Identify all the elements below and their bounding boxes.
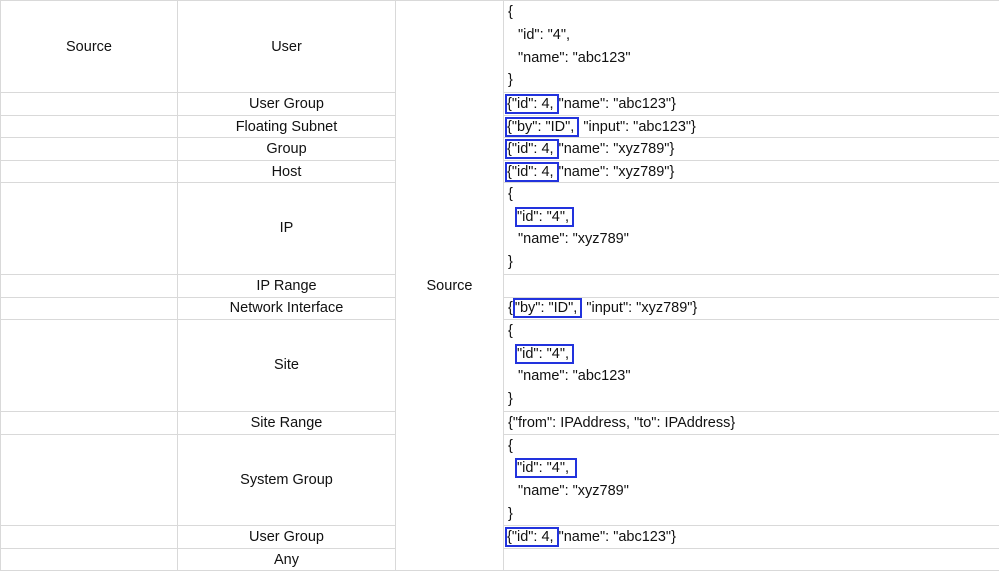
cell-empty: [1, 526, 178, 549]
cell-empty: [1, 93, 178, 116]
cell-empty: [1, 297, 178, 319]
cell-target: Group: [178, 138, 396, 161]
cell-empty: [1, 319, 178, 411]
cell-empty: [1, 183, 178, 275]
cell-json: {"by": "ID", "input": "abc123"}: [504, 116, 999, 138]
cell-target: IP: [178, 183, 396, 275]
highlight-box: "by": "ID",: [513, 298, 583, 318]
table-row: Source User Source { "id": "4", "name": …: [1, 1, 999, 93]
cell-json: {"from": IPAddress, "to": IPAddress}: [504, 411, 999, 434]
highlight-box: "id": "4",: [515, 458, 577, 478]
cell-json: { "id": "4", "name": "abc123" }: [504, 1, 999, 93]
highlight-box: {"id": 4,: [505, 94, 559, 114]
cell-target: User Group: [178, 93, 396, 116]
cell-target: Site Range: [178, 411, 396, 434]
cell-target: Host: [178, 161, 396, 183]
cell-empty: [1, 411, 178, 434]
cell-empty: [1, 161, 178, 183]
cell-json: {"id": 4,"name": "abc123"}: [504, 93, 999, 116]
cell-empty: [1, 138, 178, 161]
highlight-box: "id": "4",: [515, 344, 574, 364]
highlight-box: "id": "4",: [515, 207, 574, 227]
cell-json: [504, 274, 999, 297]
cell-json: {"id": 4,"name": "abc123"}: [504, 526, 999, 549]
highlight-box: {"id": 4,: [505, 139, 559, 159]
highlight-box: {"id": 4,: [505, 527, 559, 547]
highlight-box: {"id": 4,: [505, 162, 559, 182]
cell-json: {"id": 4,"name": "xyz789"}: [504, 161, 999, 183]
cell-target: User: [178, 1, 396, 93]
cell-json: { "id": "4", "name": "xyz789" }: [504, 434, 999, 526]
cell-target: System Group: [178, 434, 396, 526]
cell-target: Floating Subnet: [178, 116, 396, 138]
cell-source-merged: Source: [396, 1, 504, 571]
cell-json: {"by": "ID", "input": "xyz789"}: [504, 297, 999, 319]
highlight-box: {"by": "ID",: [505, 117, 579, 137]
cell-json: {"id": 4,"name": "xyz789"}: [504, 138, 999, 161]
cell-target: Site: [178, 319, 396, 411]
cell-json: { "id": "4", "name": "abc123" }: [504, 319, 999, 411]
cell-target: IP Range: [178, 274, 396, 297]
cell-empty: [1, 116, 178, 138]
cell-json: { "id": "4", "name": "xyz789" }: [504, 183, 999, 275]
cell-empty: [1, 434, 178, 526]
cell-empty: [1, 274, 178, 297]
cell-target: User Group: [178, 526, 396, 549]
cell-source-label: Source: [1, 1, 178, 93]
cell-target: Network Interface: [178, 297, 396, 319]
